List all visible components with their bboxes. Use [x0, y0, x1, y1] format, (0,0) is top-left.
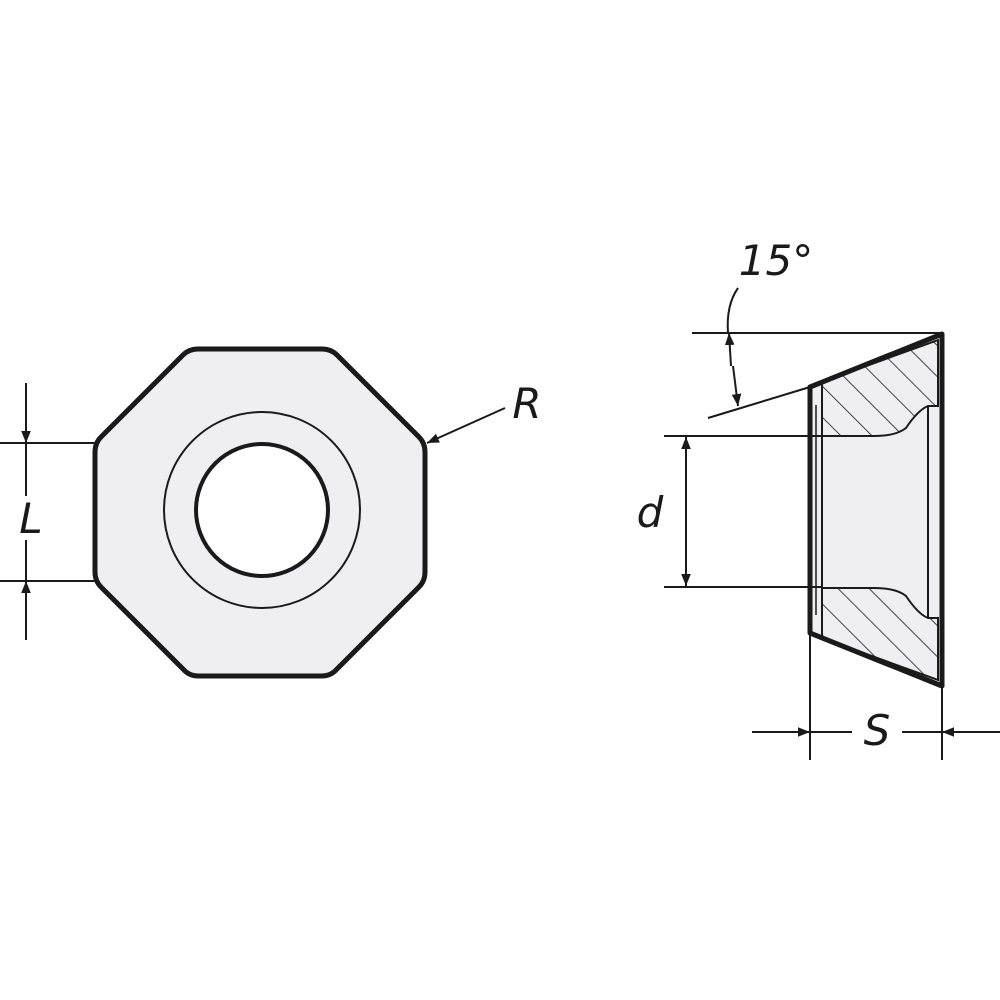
label-S: S	[864, 706, 891, 755]
angle-arrow-up	[724, 332, 735, 367]
dimension-S	[752, 633, 1000, 760]
angle-taper-line	[707, 386, 811, 419]
label-angle: 15°	[739, 236, 813, 285]
leader-R	[426, 407, 506, 444]
label-R: R	[512, 379, 541, 428]
angle-leader	[726, 287, 739, 334]
label-d: d	[637, 488, 664, 537]
dimension-d	[664, 435, 822, 588]
side-view	[807, 331, 945, 689]
countersink-ring	[163, 411, 361, 609]
dimension-angle	[692, 287, 942, 419]
label-L: L	[19, 494, 42, 543]
front-view	[92, 346, 428, 679]
dimension-L	[0, 383, 97, 640]
angle-arrow-down	[731, 365, 742, 407]
center-hole	[194, 442, 330, 578]
